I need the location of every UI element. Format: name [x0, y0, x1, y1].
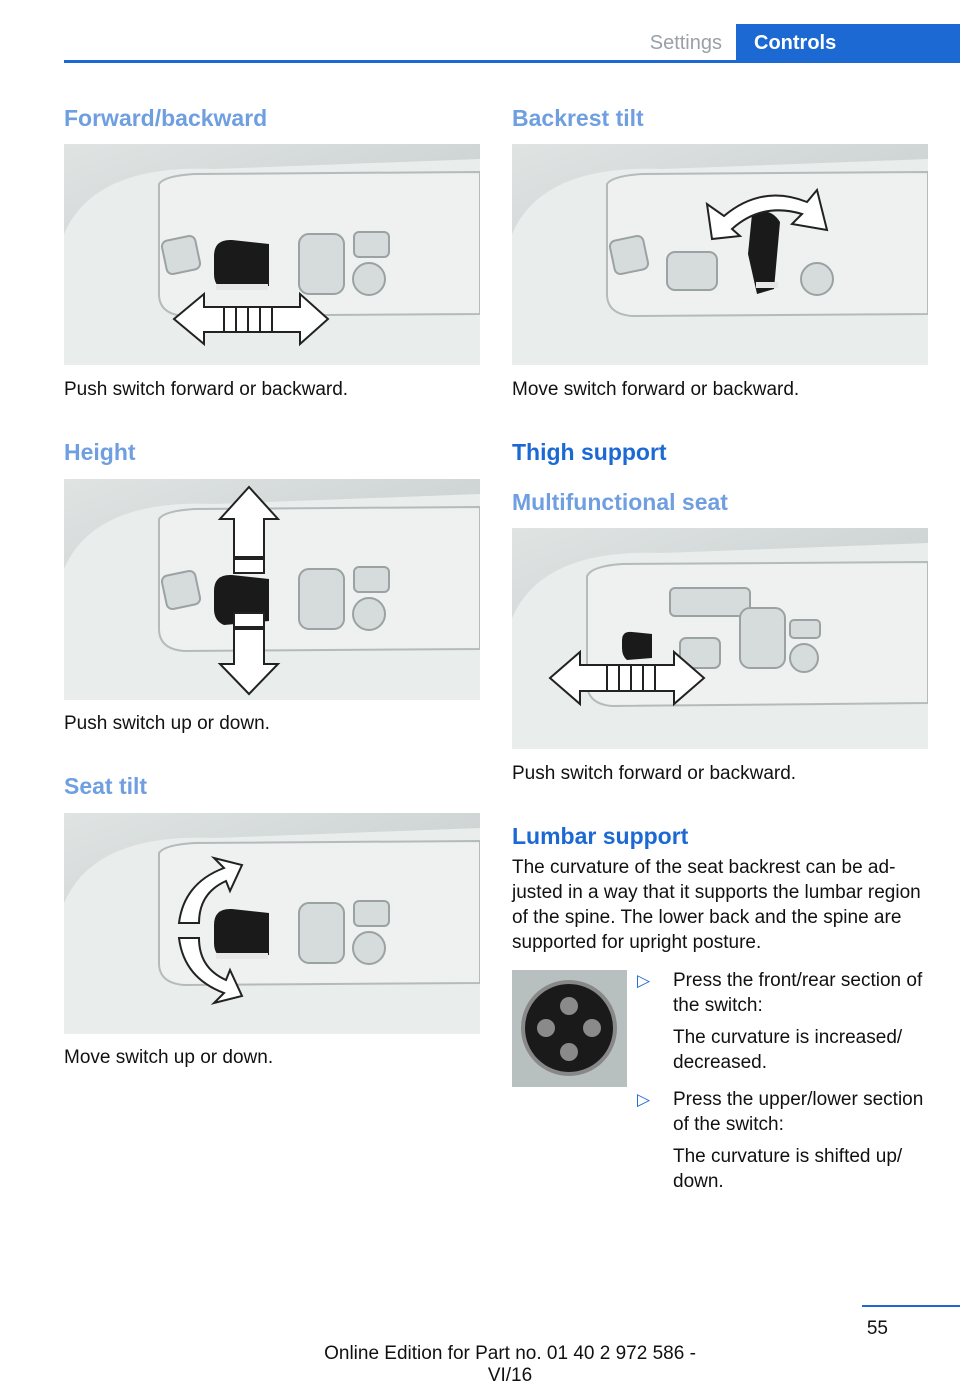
list-item: ▷ Press the upper/lower sec­tion of the … [637, 1087, 927, 1194]
list-item: ▷ Press the front/rear section of the sw… [637, 968, 927, 1075]
height-caption: Push switch up or down. [64, 713, 270, 734]
triangle-bullet-icon: ▷ [637, 971, 651, 990]
forward-backward-illustration [64, 144, 480, 365]
height-illustration [64, 479, 480, 700]
seat-tilt-illustration [64, 813, 480, 1034]
forward-backward-heading: Forward/backward [64, 105, 268, 131]
header-rule [64, 60, 960, 63]
thigh-support-heading: Thigh support [512, 439, 667, 465]
lumbar-switch-illustration [512, 970, 627, 1087]
lumbar-support-body: The curvature of the seat backrest can b… [512, 857, 921, 953]
instruction-result: The curvature is shifted up/ down. [673, 1146, 903, 1192]
instruction-text: Press the front/rear section of the swit… [673, 970, 923, 1016]
header-chapter-tab: Controls [736, 24, 960, 62]
instruction-result: The curvature is increased/ decreased. [673, 1027, 903, 1073]
footer-rule [862, 1305, 960, 1307]
edition-footer: Online Edition for Part no. 01 40 2 972 … [324, 1343, 696, 1386]
backrest-tilt-caption: Move switch forward or backward. [512, 379, 800, 400]
thigh-support-illustration [512, 528, 928, 749]
instruction-text: Press the upper/lower sec­tion of the sw… [673, 1089, 924, 1135]
multifunctional-seat-subheading: Multifunctional seat [512, 489, 728, 515]
triangle-bullet-icon: ▷ [637, 1090, 651, 1109]
forward-backward-caption: Push switch forward or backward. [64, 379, 349, 400]
lumbar-instructions-list: ▷ Press the front/rear section of the sw… [637, 968, 927, 1206]
thigh-support-caption: Push switch forward or backward. [512, 763, 797, 784]
seat-tilt-heading: Seat tilt [64, 773, 148, 799]
backrest-tilt-heading: Backrest tilt [512, 105, 644, 131]
page-number: 55 [866, 1318, 888, 1339]
seat-tilt-caption: Move switch up or down. [64, 1047, 274, 1068]
backrest-tilt-illustration [512, 144, 928, 365]
height-heading: Height [64, 439, 136, 465]
header-section-label: Settings [649, 32, 722, 54]
lumbar-support-heading: Lumbar support [512, 823, 689, 849]
